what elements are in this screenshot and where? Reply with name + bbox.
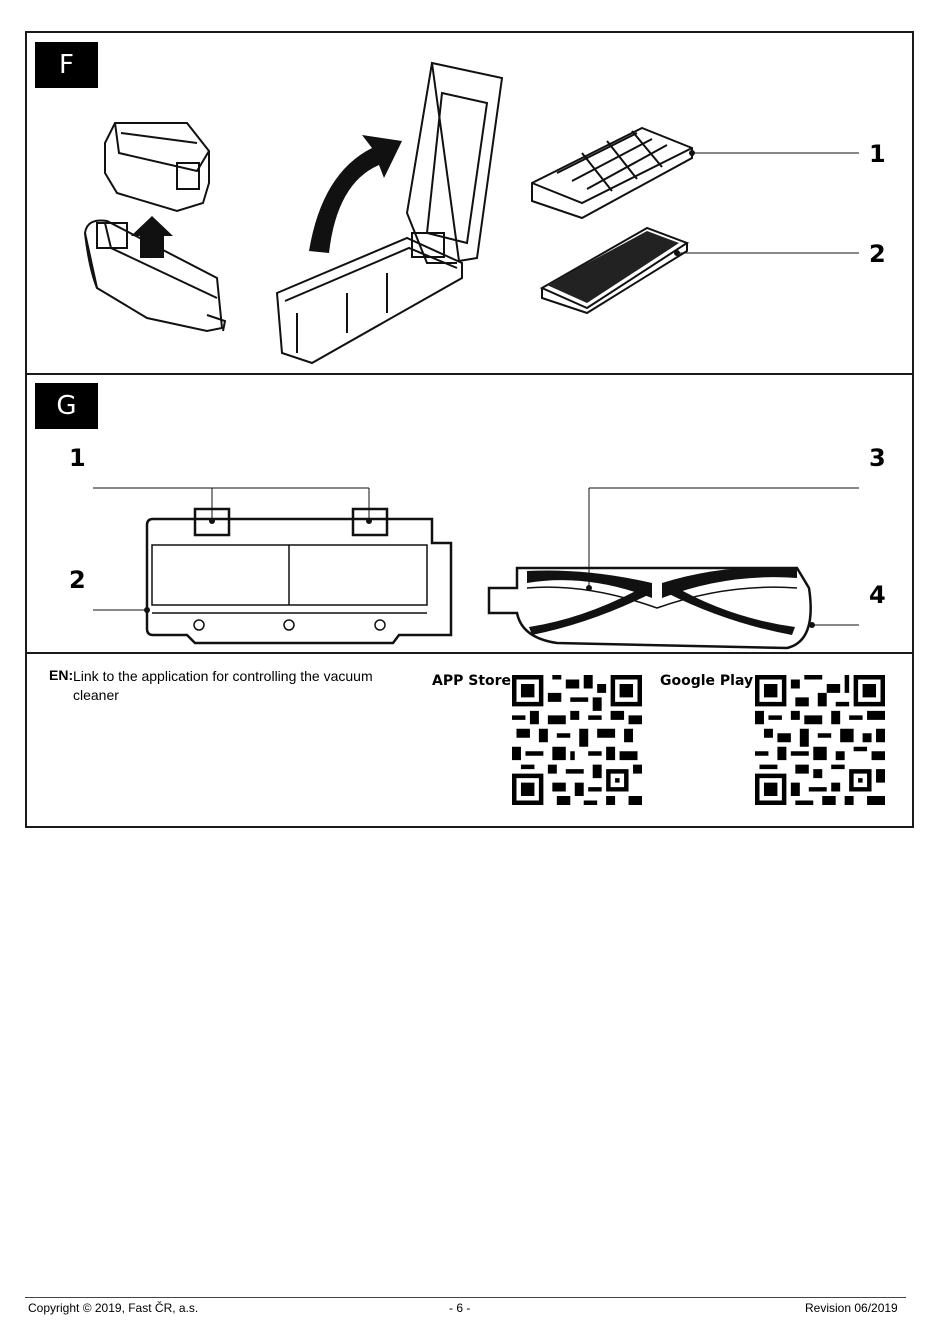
footer-page-number: - 6 - [449,1301,470,1315]
open-container-illustration [277,63,502,363]
language-label: EN: [49,667,73,683]
google-play-qr-code[interactable] [755,675,885,805]
section-g-callout-4: 4 [869,583,886,607]
dustbin-lid-illustration [105,123,209,211]
filter-frame-illustration [532,128,692,218]
curved-arrow-icon [309,135,402,253]
section-f-callout-1: 1 [869,142,886,166]
section-g-callout-3: 3 [869,446,886,470]
footer-revision: Revision 06/2019 [805,1301,898,1315]
section-f-callout-2: 2 [869,242,886,266]
google-play-label: Google Play [660,673,753,689]
app-link-description: Link to the application for controlling … [73,667,403,705]
filter-cover-illustration [147,509,451,643]
section-g-illustration [27,373,912,653]
footer-copyright: Copyright © 2019, Fast ČR, a.s. [28,1301,198,1315]
section-g-callout-1: 1 [69,446,86,470]
illustration-frame: F [25,31,914,828]
app-store-qr-code[interactable] [512,675,642,805]
section-g-callout-2: 2 [69,568,86,592]
section-f-illustration [27,33,912,373]
footer-rule [25,1297,906,1298]
app-store-label: APP Store [432,673,511,689]
